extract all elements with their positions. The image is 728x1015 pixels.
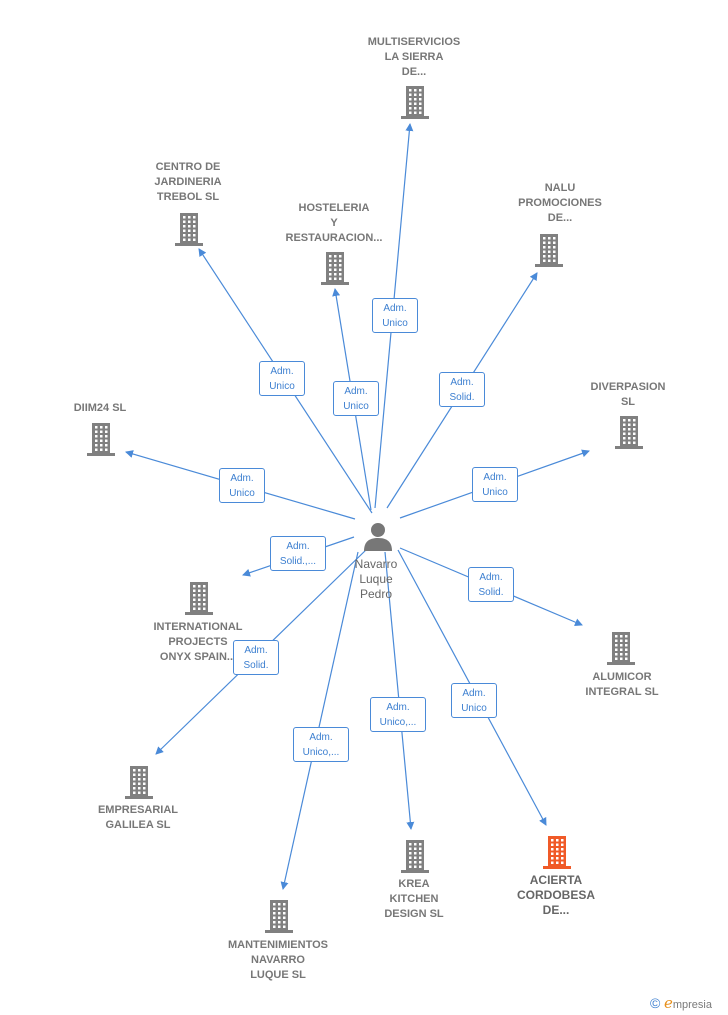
- role-badge-alumicor[interactable]: Adm. Solid.: [468, 567, 514, 602]
- building-icon[interactable]: [320, 250, 350, 286]
- role-badge-nalu[interactable]: Adm. Solid.: [439, 372, 485, 407]
- company-name-acierta[interactable]: ACIERTA CORDOBESA DE...: [516, 873, 595, 917]
- role-badge-centro-jardineria[interactable]: Adm. Unico: [259, 361, 305, 396]
- company-name-diim24[interactable]: DIIM24 SL: [73, 402, 127, 414]
- building-icon[interactable]: [606, 630, 636, 666]
- building-icon[interactable]: [534, 232, 564, 268]
- role-badge-diim24[interactable]: Adm. Unico: [219, 468, 265, 503]
- role-badge-multiservicios[interactable]: Adm. Unico: [372, 298, 418, 333]
- role-badge-mantenimientos[interactable]: Adm. Unico,...: [293, 727, 349, 762]
- role-badge-diverpasion[interactable]: Adm. Unico: [472, 467, 518, 502]
- role-badge-international[interactable]: Adm. Solid.,...: [270, 536, 326, 571]
- company-name-international[interactable]: INTERNATIONAL PROJECTS ONYX SPAIN...: [153, 621, 243, 663]
- building-icon[interactable]: [542, 834, 572, 870]
- brand-name: mpresia: [672, 999, 712, 1011]
- company-name-mantenimientos[interactable]: MANTENIMIENTOS NAVARRO LUQUE SL: [227, 939, 329, 981]
- person-icon: [364, 523, 392, 551]
- role-badge-empresarial[interactable]: Adm. Solid.: [233, 640, 279, 675]
- company-name-nalu[interactable]: NALU PROMOCIONES DE...: [518, 182, 602, 224]
- company-name-krea[interactable]: KREA KITCHEN DESIGN SL: [384, 878, 444, 920]
- building-icon[interactable]: [400, 838, 430, 874]
- person-name[interactable]: Navarro Luque Pedro: [354, 557, 398, 601]
- building-icon[interactable]: [184, 580, 214, 616]
- company-name-diverpasion[interactable]: DIVERPASION SL: [590, 381, 666, 408]
- company-name-empresarial[interactable]: EMPRESARIAL GALILEA SL: [97, 804, 179, 831]
- copyright-symbol: ©: [650, 995, 661, 1011]
- building-icon[interactable]: [264, 898, 294, 934]
- copyright: © empresia: [650, 994, 712, 1012]
- building-icon[interactable]: [86, 421, 116, 457]
- brand-initial: e: [663, 994, 673, 1012]
- building-icon[interactable]: [614, 414, 644, 450]
- person-node[interactable]: [362, 520, 394, 552]
- building-icon[interactable]: [400, 84, 430, 120]
- building-icon[interactable]: [124, 764, 154, 800]
- company-name-hosteleria[interactable]: HOSTELERIA Y RESTAURACION...: [285, 202, 383, 244]
- company-name-centro-jardineria[interactable]: CENTRO DE JARDINERIA TREBOL SL: [154, 161, 222, 203]
- role-badge-hosteleria[interactable]: Adm. Unico: [333, 381, 379, 416]
- building-icon[interactable]: [174, 211, 204, 247]
- edge-mantenimientos: [280, 551, 359, 890]
- company-name-multiservicios[interactable]: MULTISERVICIOS LA SIERRA DE...: [367, 36, 461, 78]
- role-badge-krea[interactable]: Adm. Unico,...: [370, 697, 426, 732]
- role-badge-acierta[interactable]: Adm. Unico: [451, 683, 497, 718]
- edge-krea: [384, 551, 415, 830]
- company-name-alumicor[interactable]: ALUMICOR INTEGRAL SL: [585, 671, 659, 698]
